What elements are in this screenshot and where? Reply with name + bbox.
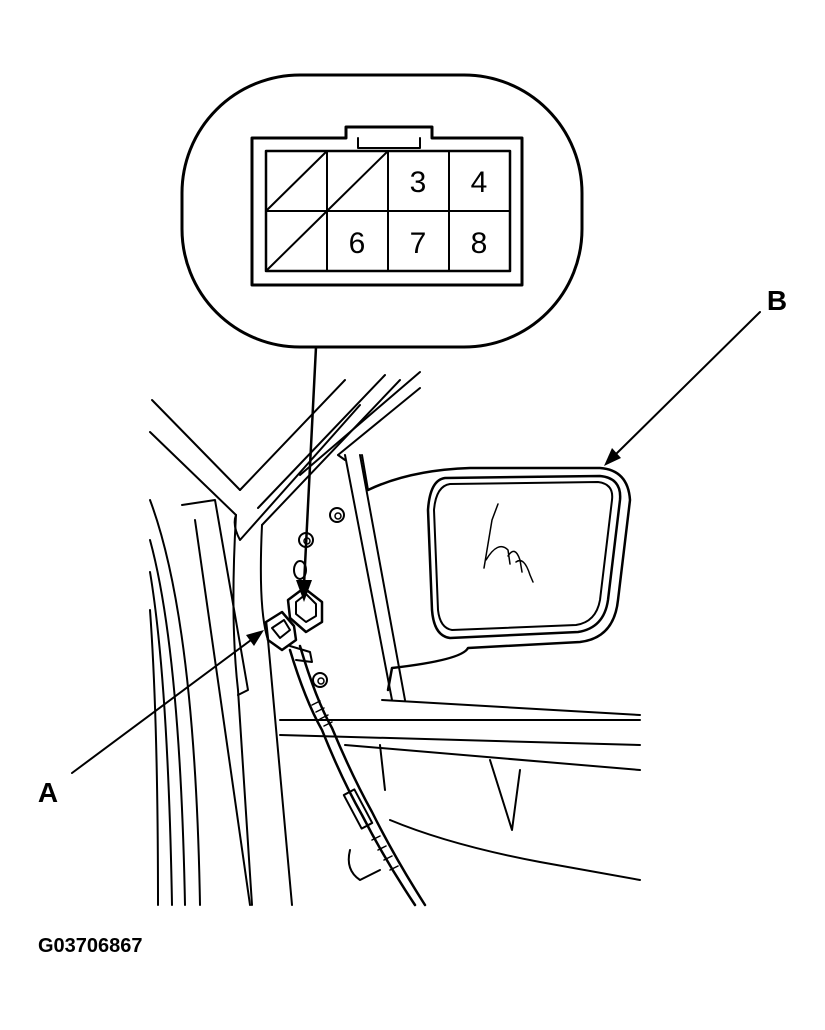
connector-a xyxy=(264,610,313,663)
pin-4-label: 4 xyxy=(471,166,488,199)
pin-6-label: 6 xyxy=(349,227,366,260)
pin-2-blank xyxy=(326,150,389,212)
pin-3-label: 3 xyxy=(410,166,427,199)
mirror-harness xyxy=(288,644,427,907)
connector-detail-bubble: 3 4 6 7 8 xyxy=(180,73,584,349)
connector-pin-grid xyxy=(264,149,512,273)
callout-a-label: A xyxy=(38,777,58,808)
connector-b-socket xyxy=(286,586,324,634)
pin-8-label: 8 xyxy=(471,227,488,260)
callout-b-label: B xyxy=(767,285,787,316)
door-frame xyxy=(149,371,641,906)
door-mirror xyxy=(361,454,632,692)
figure-id: G03706867 xyxy=(38,935,143,957)
callout-b: B xyxy=(604,285,787,466)
pin-5-blank xyxy=(265,210,328,272)
callout-a: A xyxy=(38,630,264,808)
pin-7-label: 7 xyxy=(410,227,427,260)
connector-housing xyxy=(250,125,524,287)
pin-1-blank xyxy=(265,150,328,212)
